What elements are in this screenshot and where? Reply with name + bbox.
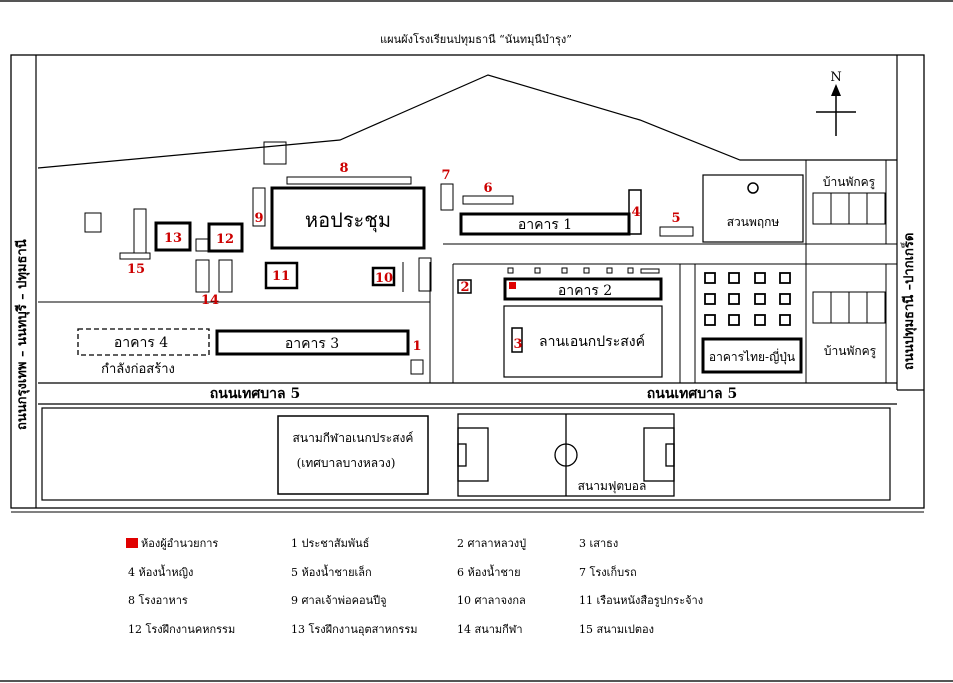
svg-text:13: 13: [164, 231, 182, 246]
legend-item: 1 ประชาสัมพันธ์: [291, 537, 369, 550]
road-right: ถนนปทุมธานี –ปากเกร็ด: [899, 233, 917, 370]
svg-text:อาคาร 1: อาคาร 1: [518, 217, 572, 233]
legend-item: 11 เรือนหนังสือรูปกระจ้าง: [579, 594, 703, 607]
teacher-house-top-label: บ้านพักครู: [823, 175, 876, 190]
thai-japan-building: [701, 337, 803, 374]
svg-text:ลานเอนกประสงค์: ลานเอนกประสงค์: [539, 333, 645, 350]
garden: [702, 174, 804, 243]
svg-text:7: 7: [441, 168, 450, 183]
legend-item: 4 ห้องน้ำหญิง: [128, 564, 193, 579]
svg-text:1: 1: [412, 339, 421, 354]
legend-item: 6 ห้องน้ำชาย: [457, 564, 521, 579]
grid-blocks: [704, 272, 791, 326]
svg-text:8: 8: [339, 161, 348, 176]
legend-item: 5 ห้องน้ำชายเล็ก: [291, 564, 372, 579]
svg-text:5: 5: [671, 211, 680, 226]
legend-item: 2 ศาลาหลวงปู่: [457, 537, 526, 550]
svg-text:14: 14: [201, 293, 219, 308]
legend-item: 15 สนามเปตอง: [579, 623, 654, 636]
director-room-marker: [509, 282, 516, 289]
legend-item: 14 สนามกีฬา: [457, 623, 523, 636]
svg-text:11: 11: [272, 269, 290, 284]
canteen: [286, 176, 412, 185]
road-lower-left: ถนนเทศบาล 5: [210, 386, 300, 402]
svg-text:10: 10: [375, 271, 393, 286]
courtyard: [503, 305, 663, 378]
map-title: แผนผังโรงเรียนปทุมธานี “นันทมุนีบำรุง”: [380, 32, 572, 46]
legend-item: 13 โรงฝึกงานอุตสาหกรรม: [291, 622, 417, 636]
home-ec-workshop: [207, 222, 244, 253]
reading-house: [264, 261, 299, 290]
building-4: [77, 328, 210, 356]
north-arrow-icon: N: [816, 70, 856, 136]
svg-text:2: 2: [460, 280, 469, 295]
svg-text:12: 12: [216, 232, 234, 247]
sports-area: [41, 407, 891, 501]
campus-boundary: [37, 74, 897, 169]
svg-text:สนามกีฬาอเนกประสงค์: สนามกีฬาอเนกประสงค์: [293, 431, 414, 445]
legend-item: 9 ศาลเจ้าพ่อคอนปีจู: [291, 594, 387, 607]
svg-text:(เทศบาลบางหลวง): (เทศบาลบางหลวง): [297, 456, 396, 470]
svg-text:9: 9: [254, 211, 263, 226]
svg-text:4: 4: [631, 205, 640, 220]
hall-label: หอประชุม: [305, 208, 391, 233]
building-3: [215, 329, 410, 356]
director-room-swatch: [126, 538, 138, 548]
svg-text:15: 15: [127, 262, 145, 277]
industrial-workshop: [154, 221, 192, 252]
svg-text:อาคาร 4: อาคาร 4: [114, 335, 168, 351]
legend: ห้องผู้อำนวยการ 1 ประชาสัมพันธ์ 2 ศาลาหล…: [126, 537, 703, 636]
teacher-house-bottom: [812, 291, 886, 324]
svg-text:อาคารไทย-ญี่ปุ่น: อาคารไทย-ญี่ปุ่น: [709, 348, 795, 365]
svg-text:สนามฟุตบอล: สนามฟุตบอล: [578, 479, 647, 494]
outer-boundary: [10, 54, 925, 509]
svg-text:อาคาร 3: อาคาร 3: [285, 336, 339, 352]
multipurpose-stadium: [277, 415, 429, 495]
svg-text:อาคาร 2: อาคาร 2: [558, 283, 612, 299]
legend-item: 12 โรงฝึกงานคหกรรม: [128, 622, 235, 636]
svg-text:6: 6: [483, 181, 492, 196]
svg-text:สวนพฤกษ: สวนพฤกษ: [727, 215, 780, 229]
legend-item: 8 โรงอาหาร: [128, 593, 188, 607]
legend-item: 3 เสาธง: [579, 537, 618, 550]
legend-item: 10 ศาลาจงกล: [457, 594, 526, 607]
legend-item: 7 โรงเก็บรถ: [579, 565, 637, 579]
pavilion: [371, 266, 396, 287]
svg-text:3: 3: [513, 337, 522, 352]
assembly-hall: [270, 186, 426, 250]
legend-item: ห้องผู้อำนวยการ: [141, 537, 218, 550]
building-2: [503, 277, 663, 301]
svg-text:N: N: [830, 70, 841, 85]
football-field: [457, 413, 675, 497]
road-left: ถนนกรุงเทพ – นนทบุรี – ปทุมธานี: [14, 239, 30, 430]
building-4-note: กำลังก่อสร้าง: [101, 362, 175, 377]
road-lower-right: ถนนเทศบาล 5: [647, 386, 737, 402]
teacher-house-bottom-label: บ้านพักครู: [824, 344, 877, 359]
teacher-house-top: [812, 192, 886, 225]
